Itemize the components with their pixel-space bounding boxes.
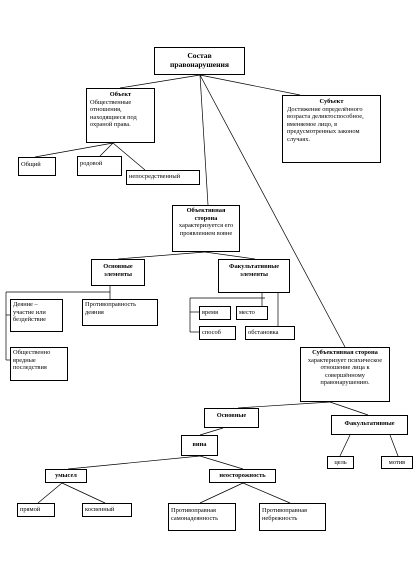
objective-main-title: Основные элементы [103,263,133,278]
objective-optional-node: Факультативные элементы [218,259,290,293]
intent-node: умысел [45,469,87,483]
subjective-side-desc: характеризует психическое отношение лица… [307,356,383,387]
link-root-objective [199,74,209,206]
subjective-side-title: Субъективная сторона [312,349,378,356]
object-kind-generic: родовой [77,156,122,176]
link-guilt-intent [67,455,201,470]
subjective-side-node: Субъективная сторона характеризует психи… [300,347,390,402]
negligence-carelessness: Противоправная небрежность [259,503,326,531]
object-kind-general: Общий [18,157,56,176]
link-root-subjective [199,74,346,348]
link-optional-goal [339,434,351,457]
subject-desc: Достижение определённого возраста деликт… [287,105,364,143]
optional-goal: цель [327,456,354,469]
subject-node: Субъект Достижение определённого возраст… [282,95,381,163]
negligence-self-confidence: Противоправная самонадеянность [168,503,236,531]
optional-item-time: время [199,306,231,320]
optional-motive: мотив [381,456,413,469]
main-item-act: Деяние – участие или бездействие [10,299,63,332]
link-negligence-self [199,482,244,504]
intent-indirect: косвенный [82,503,132,517]
subjective-main-title: Основные [216,412,247,419]
link-subjective-optional [329,401,369,416]
link-object-general [34,142,114,158]
object-title: Объект [109,91,132,98]
link-negligence-careless [242,482,291,504]
objective-main-node: Основные элементы [91,259,145,286]
link-intent-direct [37,482,63,504]
optional-item-place: место [236,306,268,320]
guilt-title: вина [192,441,207,448]
link-optional-motive [389,434,399,457]
object-node: Объект Общественные отношения, находящие… [86,88,155,143]
guilt-node: вина [181,435,218,456]
main-item-harm: Общественно вредные последствия [10,347,68,381]
link-objective-main [117,251,206,260]
objective-side-desc: характеризуется его проявлением вовне [178,222,234,237]
objective-side-node: Объективная сторона характеризуется его … [172,205,240,252]
root-node: Состав правонарушения [154,47,245,75]
link-main-guilt [199,427,224,436]
link-root-subject [199,74,301,96]
subjective-main-node: Основные [204,408,259,428]
object-kind-direct: непосредственный [126,170,200,185]
link-intent-indirect [61,482,106,504]
negligence-node: неосторожность [209,469,276,483]
link-subjective-main [237,401,331,409]
object-desc: Общественные отношения, находящиеся под … [90,98,137,129]
subjective-optional-title: Факультативные [344,420,395,427]
link-root-object [119,74,201,89]
optional-item-situation: обстановка [245,326,295,340]
objective-optional-title: Факультативные элементы [228,263,280,278]
intent-title: умысел [55,472,77,479]
link-object-direct [112,142,146,171]
intent-direct: прямой [17,503,55,517]
negligence-title: неосторожность [219,472,266,479]
subject-title: Субъект [319,98,344,105]
link-guilt-negligence [199,455,244,470]
root-title: Состав правонарушения [170,51,229,69]
link-objective-optional [204,251,256,260]
link-object-generic [99,142,114,157]
subjective-optional-node: Факультативные [331,415,408,435]
objective-side-title: Объективная сторона [186,207,226,222]
main-item-unlawful: Противоправность деяния [82,299,158,326]
optional-item-method: способ [199,326,236,340]
